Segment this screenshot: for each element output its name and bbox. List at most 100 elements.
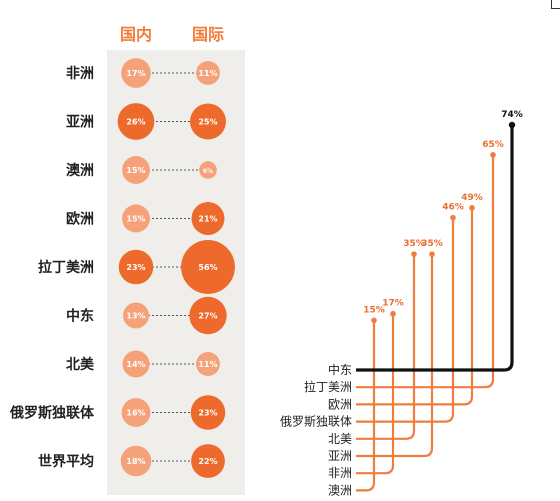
- row-label: 拉丁美洲: [38, 259, 94, 276]
- row-label: 北美: [66, 356, 95, 373]
- domestic-bubble: [123, 302, 149, 329]
- ranking-category-label: 俄罗斯独联体: [280, 415, 352, 429]
- ranking-series: 35%: [356, 239, 443, 458]
- ranking-category-label: 中东: [328, 362, 352, 377]
- ranking-end-dot: [450, 214, 456, 221]
- column-header-international: 国际: [192, 25, 224, 44]
- ranking-series: 65%: [356, 140, 504, 389]
- ranking-end-dot: [508, 121, 516, 129]
- ranking-series: 35%: [356, 239, 425, 440]
- ranking-line: [356, 154, 495, 389]
- ranking-end-dot: [411, 251, 417, 257]
- ranking-line: [356, 320, 376, 492]
- ranking-category-label: 亚洲: [328, 449, 352, 463]
- domestic-bubble: [118, 249, 154, 285]
- bubble-value-label: 56%: [198, 263, 217, 272]
- bubble-value-label: 27%: [198, 312, 217, 321]
- bubble-value-label: 23%: [198, 409, 217, 418]
- ranking-value-label: 65%: [482, 140, 504, 150]
- bubble-value-label: 21%: [198, 215, 217, 224]
- ranking-value-label: 15%: [363, 305, 385, 315]
- corner-mark: [551, 0, 560, 9]
- row-label: 非洲: [66, 65, 94, 82]
- ranking-value-label: 74%: [501, 110, 523, 120]
- international-bubble: [190, 103, 226, 140]
- domestic-bubble: [122, 350, 150, 378]
- domestic-bubble: [121, 398, 151, 427]
- ranking-series: 74%: [356, 110, 523, 372]
- ranking-series: 46%: [356, 203, 464, 423]
- international-bubble: [190, 395, 226, 430]
- ranking-lines: 65% 49%46% 35%35% 17%15% 74% 中东拉丁美洲欧洲俄罗斯独联体北美…: [280, 110, 523, 497]
- ranking-value-label: 49%: [461, 193, 483, 203]
- bubble-value-label: 11%: [198, 69, 217, 78]
- ranking-series: 49%: [356, 193, 483, 406]
- ranking-end-dot: [429, 251, 435, 257]
- bubble-row: 非洲 17% 11%: [66, 58, 220, 88]
- bubble-row: 亚洲 26% 25%: [66, 103, 226, 140]
- international-bubble: [196, 61, 220, 85]
- ranking-end-dot: [469, 204, 475, 211]
- international-bubble: [189, 296, 227, 335]
- international-bubble: [196, 352, 220, 376]
- ranking-line: [356, 313, 395, 475]
- domestic-bubble: [120, 445, 152, 477]
- row-label: 亚洲: [66, 115, 94, 131]
- international-bubble: [191, 202, 225, 235]
- international-bubble: [199, 161, 217, 179]
- bubble-row: 俄罗斯独联体 16% 23%: [9, 395, 226, 430]
- bubble-row: 北美 14% 11%: [66, 350, 220, 378]
- bubble-value-label: 26%: [126, 118, 145, 127]
- row-label: 世界平均: [38, 453, 94, 470]
- bubble-row: 中东 13% 27%: [66, 296, 227, 335]
- row-label: 欧洲: [66, 211, 94, 228]
- ranking-line: [356, 254, 434, 458]
- international-bubble: [181, 240, 235, 294]
- bubble-value-label: 18%: [126, 457, 145, 466]
- bubble-row: 世界平均 18% 22%: [38, 444, 225, 478]
- ranking-value-label: 35%: [403, 239, 425, 249]
- ranking-value-label: 17%: [382, 299, 404, 309]
- ranking-line: [356, 254, 416, 440]
- ranking-line: [356, 217, 455, 423]
- ranking-end-dot: [371, 317, 377, 324]
- bubble-value-label: 14%: [126, 360, 145, 369]
- international-bubble: [191, 444, 225, 478]
- bubble-row: 拉丁美洲 23% 56%: [38, 240, 235, 294]
- domestic-bubble: [121, 58, 151, 88]
- ranking-end-dot: [490, 151, 496, 158]
- ranking-line: [356, 125, 514, 372]
- bubble-value-label: 11%: [198, 360, 217, 369]
- bubble-value-label: 23%: [126, 263, 145, 272]
- column-header-domestic: 国内: [120, 25, 152, 44]
- ranking-value-label: 35%: [421, 239, 443, 249]
- bubble-value-label: 22%: [198, 457, 217, 466]
- bubble-value-label: 6%: [203, 168, 213, 175]
- domestic-bubble: [117, 103, 155, 140]
- bubble-value-label: 25%: [198, 118, 217, 127]
- bubble-value-label: 16%: [126, 409, 145, 418]
- ranking-category-label: 欧洲: [328, 397, 352, 411]
- ranking-line: [356, 207, 474, 406]
- ranking-category-label: 北美: [328, 432, 352, 446]
- bubble-value-label: 13%: [126, 312, 145, 321]
- ranking-value-label: 46%: [442, 203, 464, 213]
- domestic-bubble: [122, 156, 150, 184]
- row-label: 中东: [66, 308, 94, 325]
- ranking-category-label: 非洲: [328, 466, 352, 480]
- bubble-value-label: 15%: [126, 166, 145, 175]
- ranking-end-dot: [390, 310, 396, 317]
- ranking-series: 15%: [356, 305, 385, 492]
- bubble-value-label: 17%: [126, 69, 145, 78]
- ranking-category-label: 澳洲: [328, 483, 352, 497]
- ranking-category-label: 拉丁美洲: [304, 379, 352, 394]
- domestic-bubble: [122, 204, 150, 233]
- row-label: 俄罗斯独联体: [9, 405, 95, 422]
- ranking-series: 17%: [356, 299, 404, 475]
